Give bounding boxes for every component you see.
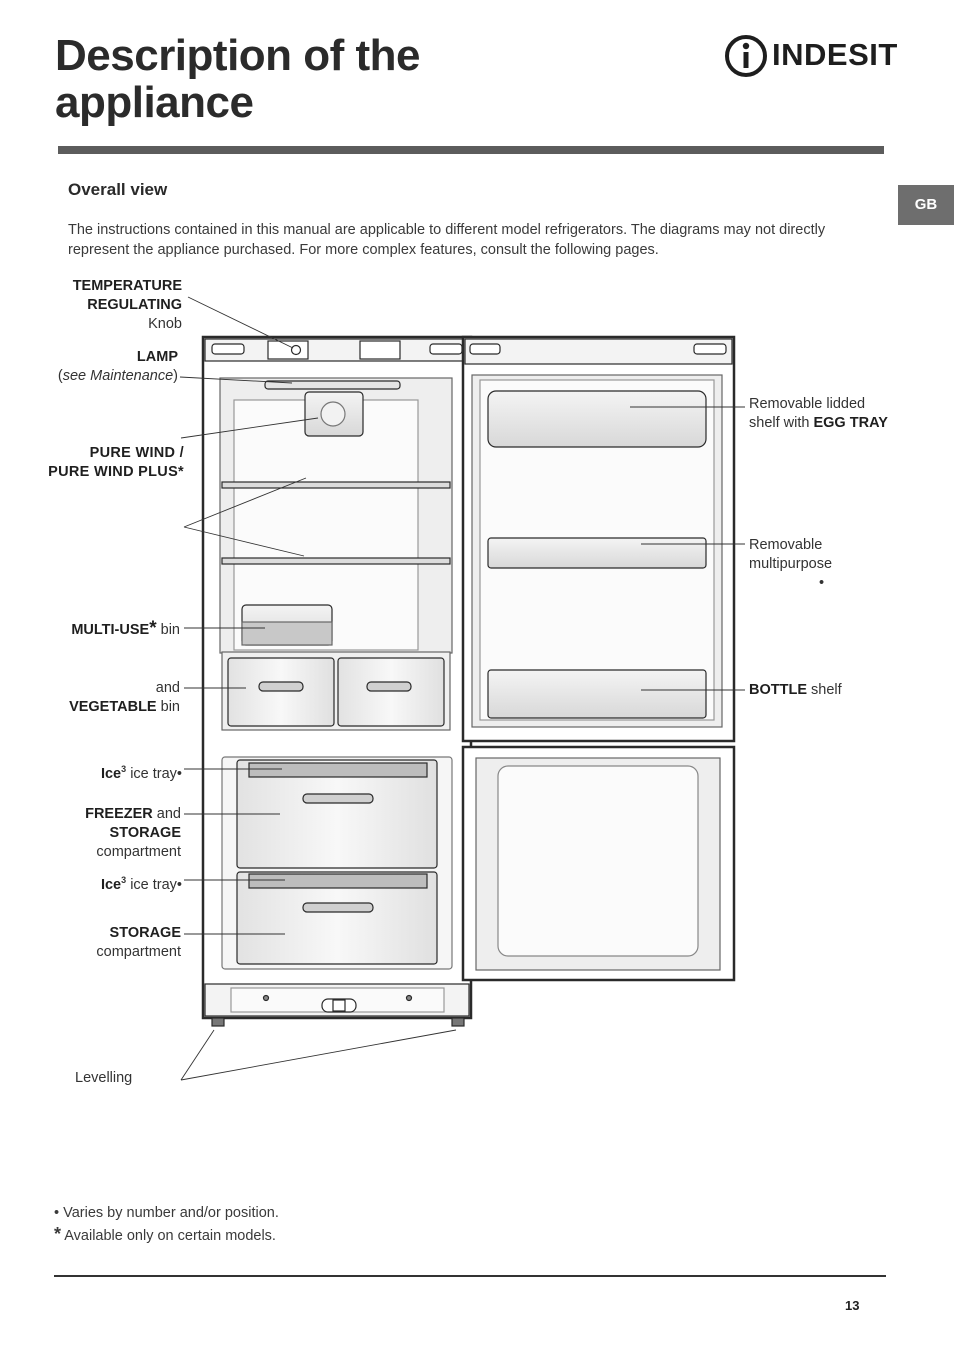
page-title: Description of the appliance (55, 32, 575, 126)
freezer-storage-label: FREEZER and STORAGE compartment (85, 805, 181, 862)
shelf-text: shelf (811, 682, 842, 698)
egg-tray-bold: EGG TRAY (813, 415, 888, 431)
multipurpose-text-1: Removable (749, 537, 823, 553)
vegetable-bin-label: and VEGETABLE bin (69, 679, 180, 717)
pure-wind-label-2: PURE WIND PLUS* (48, 464, 184, 480)
multi-use-bin-text: bin (160, 622, 180, 638)
levelling-foot-right (451, 1017, 465, 1027)
multipurpose-label: Removable multipurpose • (749, 536, 832, 593)
footnote-varies: • Varies by number and/or position. (54, 1205, 279, 1221)
section-title: Overall view (68, 180, 168, 199)
egg-tray-label: Removable lidded shelf with EGG TRAY (749, 395, 888, 433)
pure-wind-label: PURE WIND / PURE WIND PLUS* (48, 444, 184, 482)
lamp-label: LAMP (see Maintenance) (57, 349, 178, 384)
compartment-text-1: compartment (96, 844, 181, 860)
intro-paragraph: The instructions contained in this manua… (68, 222, 826, 258)
multi-use-bin-label: MULTI-USE* bin (71, 619, 180, 640)
temperature-knob-label: TEMPERATURE REGULATING Knob (73, 277, 182, 334)
compartment-text-2: compartment (96, 944, 181, 960)
multipurpose-text-2: multipurpose (749, 556, 833, 572)
lamp-label-bold: LAMP (136, 349, 178, 365)
multipurpose-bullet: • (819, 575, 825, 591)
ice-sup-1: 3 (121, 764, 127, 774)
temperature-label-2: REGULATING (87, 297, 182, 313)
levelling-foot-left (211, 1017, 225, 1027)
ice-text-1: Ice (100, 765, 122, 782)
egg-tray-text-1: Removable lidded (749, 396, 866, 412)
freezer-and-text: and (156, 806, 181, 822)
info-circle-icon (725, 35, 767, 77)
title-line-2: appliance (55, 78, 254, 127)
storage-compartment-label: STORAGE compartment (96, 924, 181, 962)
vegetable-and-text: and (155, 680, 180, 696)
freezer-text: FREEZER (85, 806, 153, 822)
temperature-label-1: TEMPERATURE (72, 278, 182, 294)
egg-tray-text-2: shelf with (749, 415, 810, 431)
footnote-star: * (54, 1224, 62, 1244)
indesit-logo: INDESIT (724, 33, 897, 77)
footnote-available-text: Available only on certain models. (64, 1228, 276, 1244)
footnote-bullet: • (54, 1205, 60, 1221)
footer-rule (54, 1275, 886, 1277)
storage-text-1: STORAGE (109, 825, 181, 841)
brand-name: INDESIT (772, 37, 898, 72)
vegetable-text: VEGETABLE (69, 699, 157, 715)
ice-sup-2: 3 (121, 875, 127, 885)
levelling-label: Levelling (75, 1070, 133, 1086)
title-line-1: Description of the (55, 31, 421, 80)
vegetable-bin-text: bin (160, 699, 180, 715)
ice-tray-label-2: Ice3 ice tray• (101, 871, 182, 895)
storage-text-2: STORAGE (109, 925, 181, 941)
multi-use-star: * (149, 618, 157, 639)
ice-text-2: Ice (100, 876, 122, 893)
footnote-varies-text: Varies by number and/or position. (63, 1205, 279, 1221)
bottle-shelf-label: BOTTLE shelf (749, 681, 842, 700)
knob-label: Knob (148, 316, 182, 332)
header-rule (58, 146, 884, 154)
ice-tray-label-1: Ice3 ice tray• (101, 760, 182, 784)
multi-use-text: MULTI-USE (71, 622, 150, 638)
ice-tray-text-1: ice tray• (130, 765, 182, 782)
bottle-text: BOTTLE (749, 682, 807, 698)
knob-icon (290, 344, 302, 356)
footnote-available: * Available only on certain models. (54, 1224, 276, 1245)
language-tab: GB (898, 185, 954, 225)
ice-tray-text-2: ice tray• (130, 876, 182, 893)
pure-wind-label-1: PURE WIND / (89, 445, 184, 461)
see-maintenance-text: see Maintenance (62, 368, 174, 384)
page-number: 13 (845, 1298, 860, 1313)
